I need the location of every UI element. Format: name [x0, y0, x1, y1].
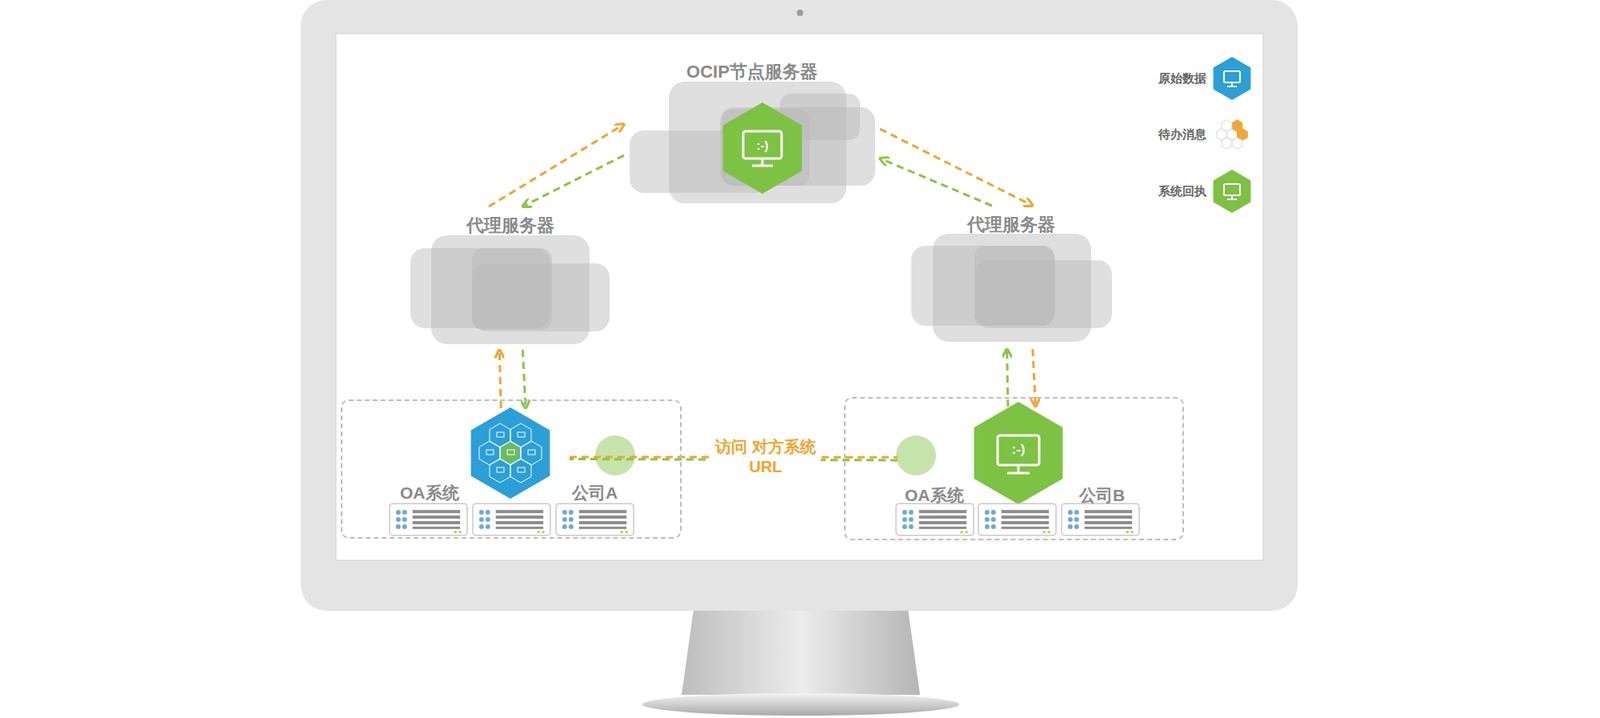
legend-text: 原始数据 — [1158, 71, 1207, 87]
oa-system: OA系统 — [897, 406, 1082, 506]
dashed-arrow — [522, 349, 526, 408]
dashed-arrow — [880, 158, 992, 206]
node-label: 公司B — [1079, 484, 1125, 507]
dashed-arrow — [522, 155, 624, 207]
company-zone: 公司A OA系统 — [340, 399, 682, 539]
edge-label: 访问 对方系统URL — [710, 436, 821, 478]
oa-system: OA系统 — [393, 408, 570, 506]
legend-swatch — [1208, 110, 1256, 159]
node-label: 公司A — [572, 481, 618, 504]
proxy-server: 代理服务器 — [404, 206, 616, 350]
legend-text: 待办消息 — [1158, 127, 1207, 143]
node-heading: 代理服务器 — [466, 213, 555, 238]
legend-swatch — [1208, 54, 1256, 103]
dashed-arrow — [1032, 348, 1036, 407]
node-label: OA系统 — [400, 481, 460, 504]
legend-item: 系统回执 — [1104, 167, 1264, 216]
dashed-arrow — [569, 458, 898, 460]
company-zone: 公司B OA系统 — [844, 396, 1184, 540]
icon-emoticon: :-) — [756, 138, 769, 152]
proxy-server: 代理服务器 — [904, 205, 1119, 349]
legend-item: 原始数据 — [1104, 54, 1264, 103]
legend-item: 待办消息 — [1104, 110, 1264, 159]
icon-emoticon: :-) — [1012, 441, 1026, 458]
dashed-arrow — [880, 128, 1033, 206]
dashed-arrow — [499, 349, 501, 408]
server-cluster: OCIP节点服务器 — [624, 52, 880, 208]
legend-swatch — [1208, 167, 1256, 216]
node-label: OA系统 — [904, 484, 964, 507]
dashed-arrow — [488, 124, 624, 207]
legend-text: 系统回执 — [1158, 184, 1207, 200]
node-heading: OCIP节点服务器 — [686, 60, 818, 84]
dashed-arrow — [1007, 348, 1008, 407]
node-heading: 代理服务器 — [967, 212, 1056, 237]
